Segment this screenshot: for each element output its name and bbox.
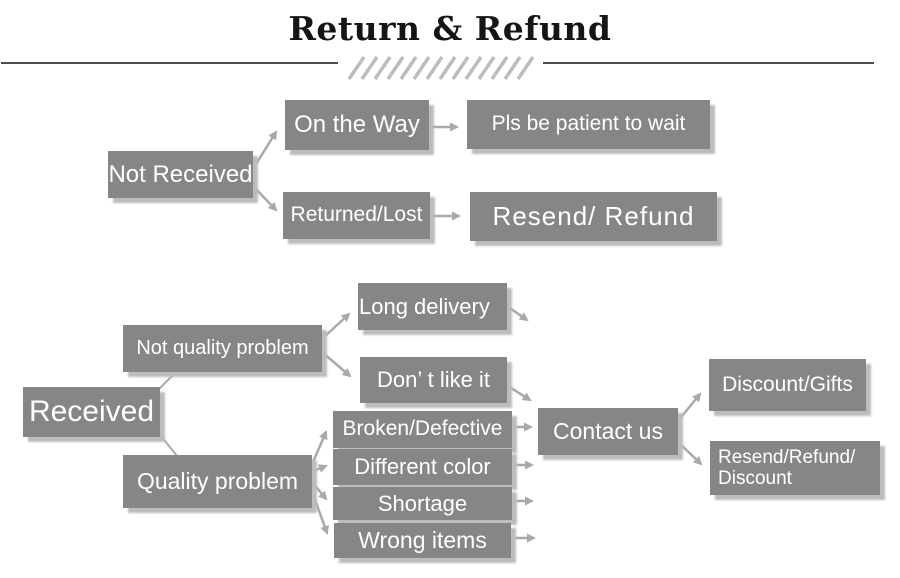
arrow-long-delivery-out	[506, 304, 529, 322]
arrow-quality-to-different-color	[312, 464, 328, 473]
page-title: Return & Refund	[288, 9, 612, 48]
node-not-received: Not Received	[108, 151, 253, 198]
arrow-quality-to-broken	[311, 430, 328, 463]
node-broken-defective: Broken/Defective	[333, 411, 512, 448]
arrow-quality-to-wrong-items	[311, 493, 329, 535]
node-wrong-items: Wrong items	[334, 523, 511, 558]
node-not-quality-problem: Not quality problem	[123, 325, 322, 372]
node-pls-be-patient: Pls be patient to wait	[467, 100, 710, 149]
hatch-slashes-icon	[347, 56, 535, 80]
node-received: Received	[23, 387, 160, 437]
arrow-quality-to-shortage	[312, 482, 328, 501]
node-shortage: Shortage	[333, 487, 512, 520]
node-contact-us: Contact us	[538, 408, 678, 455]
node-different-color: Different color	[333, 449, 512, 485]
node-discount-gifts: Discount/Gifts	[709, 359, 866, 411]
arrow-not-received-to-on-the-way	[251, 130, 278, 170]
arrow-contact-to-discount-gifts	[677, 392, 702, 422]
arrow-dont-like-out	[507, 384, 532, 402]
node-resend-refund: Resend/ Refund	[470, 192, 717, 241]
node-resend-refund-discount: Resend/Refund/ Discount	[710, 441, 880, 495]
arrow-not-quality-to-long-delivery	[321, 312, 351, 340]
arrow-contact-to-resend-refund-discount	[677, 441, 703, 466]
node-on-the-way: On the Way	[285, 100, 429, 150]
arrow-not-received-to-returned-lost	[252, 185, 278, 212]
node-quality-problem: Quality problem	[123, 455, 312, 508]
line-not-quality-to-received	[158, 371, 177, 390]
node-returned-lost: Returned/Lost	[283, 192, 430, 239]
line-received-to-quality	[160, 435, 178, 457]
node-dont-like-it: Don’ t like it	[360, 357, 507, 403]
arrow-not-quality-to-dont-like	[321, 351, 352, 378]
node-long-delivery: Long delivery	[358, 283, 507, 330]
